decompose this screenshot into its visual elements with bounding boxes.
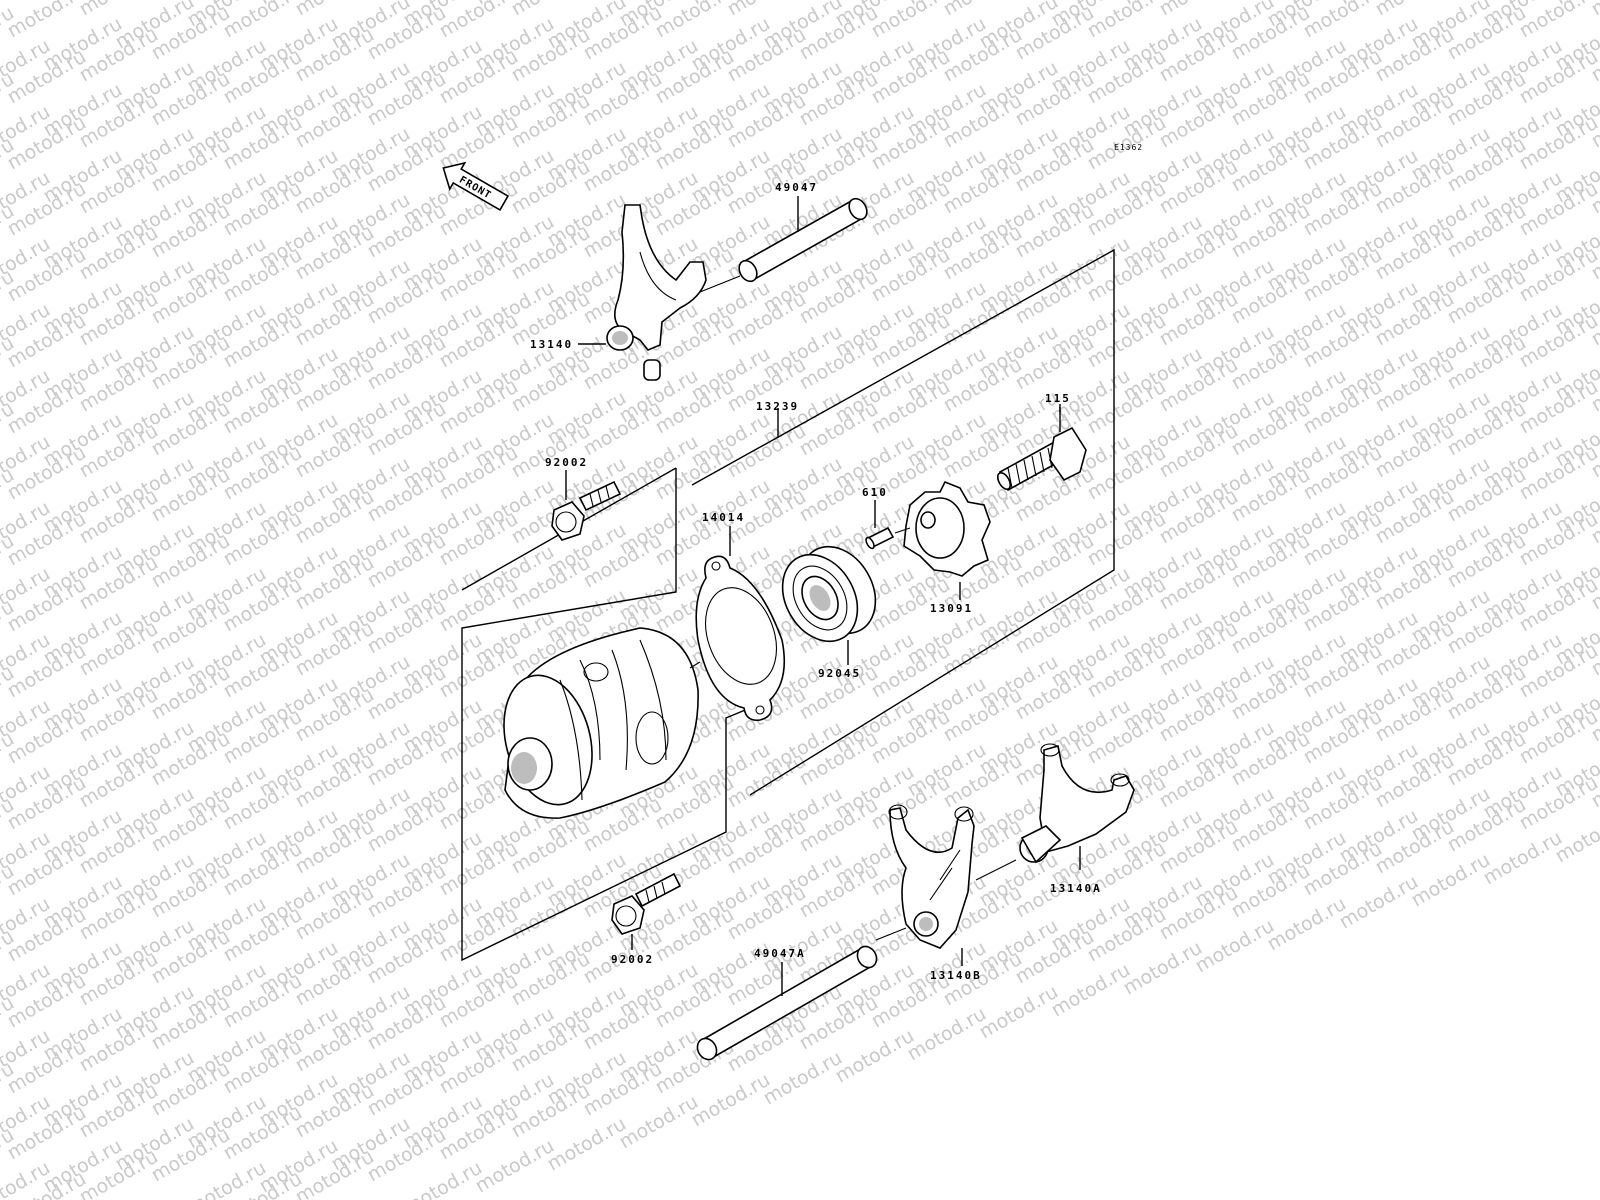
label-49047: 49047 [775, 181, 818, 194]
label-49047A: 49047A [754, 947, 806, 960]
label-92002-top: 92002 [545, 456, 588, 469]
front-arrow-icon: FRONT [442, 161, 510, 212]
label-92002-bottom: 92002 [611, 953, 654, 966]
label-92045: 92045 [818, 667, 861, 680]
label-13140: 13140 [530, 338, 573, 351]
label-13239: 13239 [756, 400, 799, 413]
bolt-92002-top [551, 470, 622, 541]
bolt-92002-bottom [611, 872, 682, 950]
label-115: 115 [1045, 392, 1071, 405]
bearing-92045 [781, 545, 877, 665]
shift-fork-13140B [875, 804, 1017, 966]
shaft-49047A [696, 945, 878, 1061]
cam-plate-13091 [903, 480, 991, 600]
diagram-code: E1362 [1114, 143, 1143, 152]
shift-drum [503, 627, 701, 819]
label-610: 610 [862, 486, 888, 499]
label-13091: 13091 [930, 602, 973, 615]
gasket-14014 [695, 526, 786, 722]
shift-fork-13140 [578, 204, 707, 381]
shift-fork-13140A [1019, 743, 1135, 870]
label-14014: 14014 [702, 511, 745, 524]
pin-610 [865, 500, 911, 550]
bolt-115 [996, 407, 1087, 492]
shaft-49047 [699, 196, 868, 293]
label-13140B: 13140B [930, 969, 982, 982]
label-13140A: 13140A [1050, 882, 1102, 895]
